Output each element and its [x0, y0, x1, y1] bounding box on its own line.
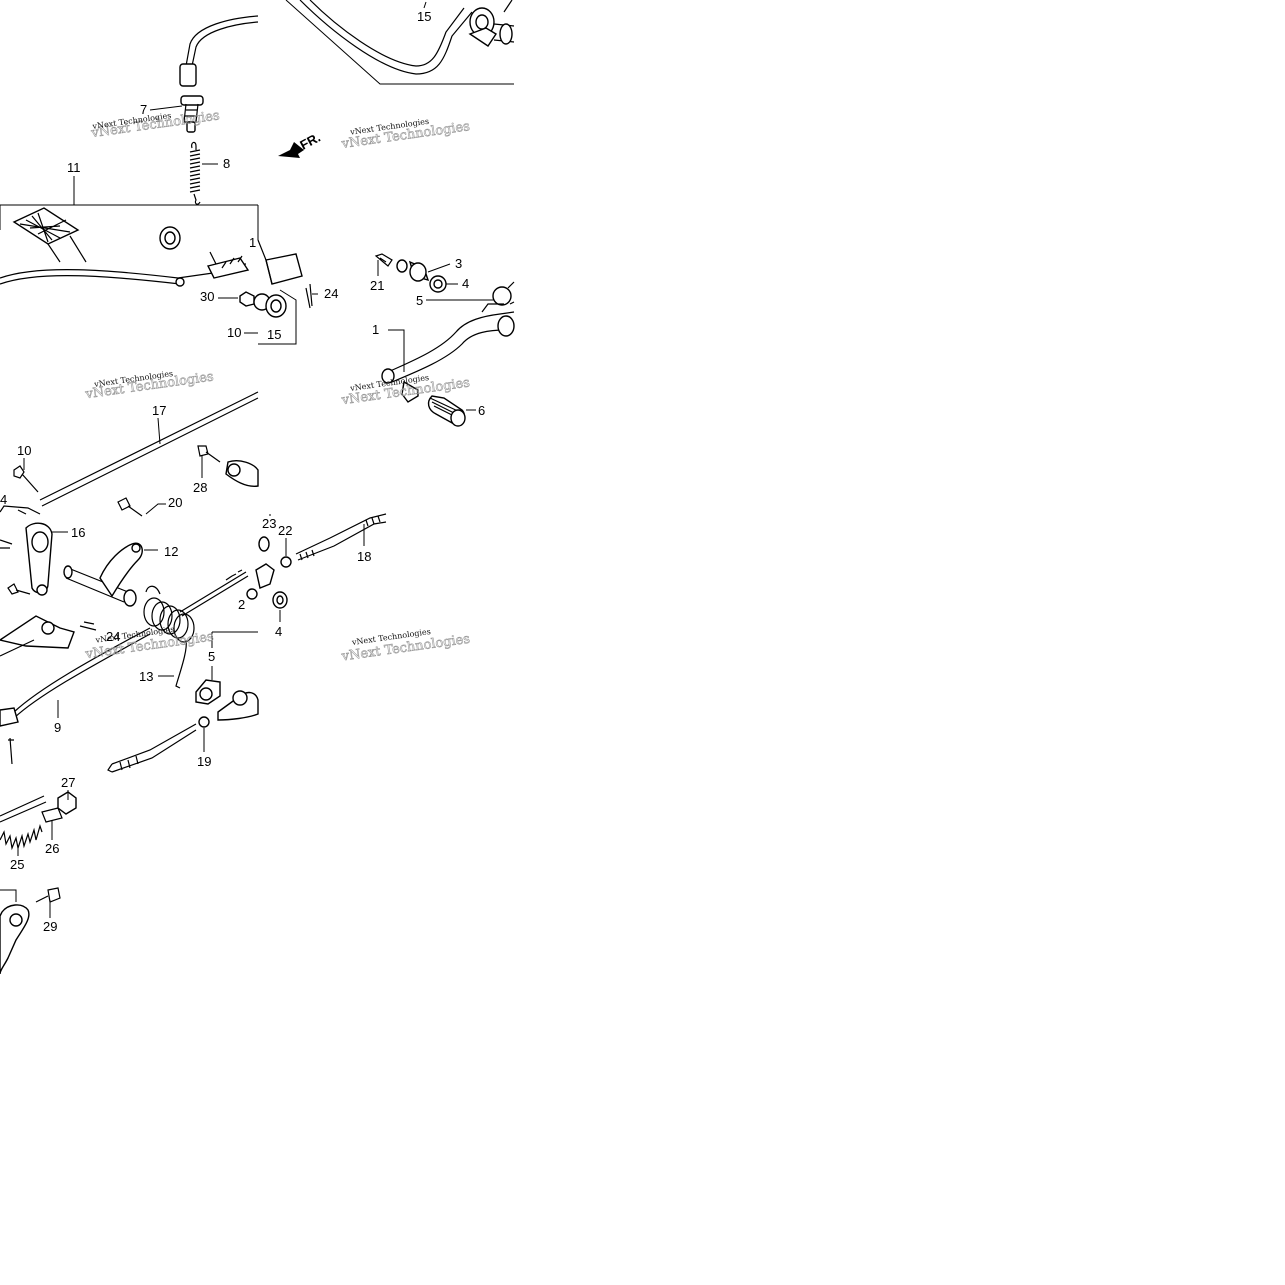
leader-lines	[17, 1, 494, 918]
callout-labels: 15 7 8 11 1 30 10 15 24 21 3 4 5 1 6 17 …	[0, 9, 485, 934]
callout-27: 27	[61, 775, 75, 790]
front-direction-arrow	[278, 142, 304, 158]
callout-23: 23	[262, 516, 276, 531]
callout-29: 29	[43, 919, 57, 934]
callout-6: 6	[478, 403, 485, 418]
callout-3: 3	[455, 256, 462, 271]
watermark-6: vNext Technologies vNext Technologies	[340, 627, 472, 665]
cable-end-fitting	[179, 63, 197, 87]
nut-22	[280, 556, 292, 568]
callout-2: 2	[238, 597, 245, 612]
callout-25: 25	[10, 857, 24, 872]
cotter-pin-lower	[8, 737, 14, 765]
bolt-10	[13, 465, 39, 493]
joint-group-bracket	[211, 631, 258, 648]
panel-linkage	[0, 513, 387, 773]
bushing-5	[492, 286, 512, 306]
pivot-arm-12	[99, 542, 143, 598]
callout-28: 28	[193, 480, 207, 495]
bolt-28	[197, 445, 221, 463]
callout-12: 12	[164, 544, 178, 559]
bolt-29	[35, 887, 61, 903]
callout-20: 20	[168, 495, 182, 510]
washer-21	[396, 259, 408, 273]
rod-joint-fitting	[255, 563, 275, 589]
callout-15: 15	[417, 9, 431, 24]
callout-4-joint: 4	[275, 624, 282, 639]
flange-bolt-30	[239, 291, 255, 307]
callout-11: 11	[67, 160, 81, 175]
spring-25	[0, 823, 43, 851]
callout-24: 24	[324, 286, 338, 301]
watermarks: vNext Technologies vNext Technologies vN…	[83, 108, 472, 665]
pedal-shaft-arm	[299, 0, 473, 75]
callout-1: 1	[249, 235, 256, 250]
panel-rod	[0, 391, 259, 517]
return-spring-8	[189, 141, 201, 205]
brake-cable	[185, 15, 259, 67]
shift-lever-arm	[387, 311, 515, 373]
nut-19	[198, 716, 210, 728]
bolt-16b	[7, 583, 31, 595]
lever-group-bracket	[388, 329, 405, 372]
lower-threaded-rod	[111, 723, 197, 773]
callout-7: 7	[140, 102, 147, 117]
panel-top-left: FR.	[0, 15, 323, 345]
callout-15-lower: 15	[267, 327, 281, 342]
brake-pedal-pad	[12, 207, 80, 245]
callout-13: 13	[139, 669, 153, 684]
brake-rod-9	[13, 627, 151, 719]
rod-clevis	[0, 615, 75, 649]
callout-18: 18	[357, 549, 371, 564]
callout-22: 22	[278, 523, 292, 538]
torsion-spring-13	[143, 585, 195, 689]
brake-pedal-arm	[47, 235, 87, 263]
callout-17: 17	[152, 403, 166, 418]
adjuster-rod	[179, 571, 249, 617]
callout-4-rod: 4	[0, 492, 7, 507]
callout-26: 26	[45, 841, 59, 856]
bolt-20	[117, 497, 143, 517]
callout-24-lower: 24	[106, 629, 120, 644]
lever-pin	[401, 380, 419, 403]
cotter-pin-24	[305, 283, 313, 309]
callout-5-lower: 5	[208, 649, 215, 664]
pedal-group-bracket	[0, 204, 259, 240]
pin-26	[41, 807, 63, 823]
callout-21: 21	[370, 278, 384, 293]
callout-10-rod: 10	[17, 443, 31, 458]
cotter-pin-24b	[79, 621, 97, 631]
brake-switch-connector	[206, 257, 250, 279]
bolt-21	[374, 253, 393, 267]
callout-10: 10	[227, 325, 241, 340]
watermark-2: vNext Technologies vNext Technologies	[340, 117, 472, 153]
callout-9: 9	[54, 720, 61, 735]
panel-top-right	[285, 0, 515, 85]
cable-adjuster-nut	[180, 95, 204, 106]
brake-rod-17	[39, 391, 259, 507]
watermark-3: vNext Technologies vNext Technologies	[83, 369, 215, 403]
callout-30: 30	[200, 289, 214, 304]
watermark-5: vNext Technologies vNext Technologies	[83, 625, 215, 663]
panel-bottom	[0, 791, 77, 975]
rod-bottom	[0, 795, 47, 823]
pivot-shaft	[65, 567, 129, 603]
callout-5: 5	[416, 293, 423, 308]
callout-1-lever: 1	[372, 322, 379, 337]
callout-8: 8	[223, 156, 230, 171]
callout-4: 4	[462, 276, 469, 291]
nut-27	[57, 791, 77, 815]
panel-shift-lever	[374, 253, 515, 427]
collar-23	[258, 536, 270, 552]
callout-16: 16	[71, 525, 85, 540]
callout-19: 19	[197, 754, 211, 769]
